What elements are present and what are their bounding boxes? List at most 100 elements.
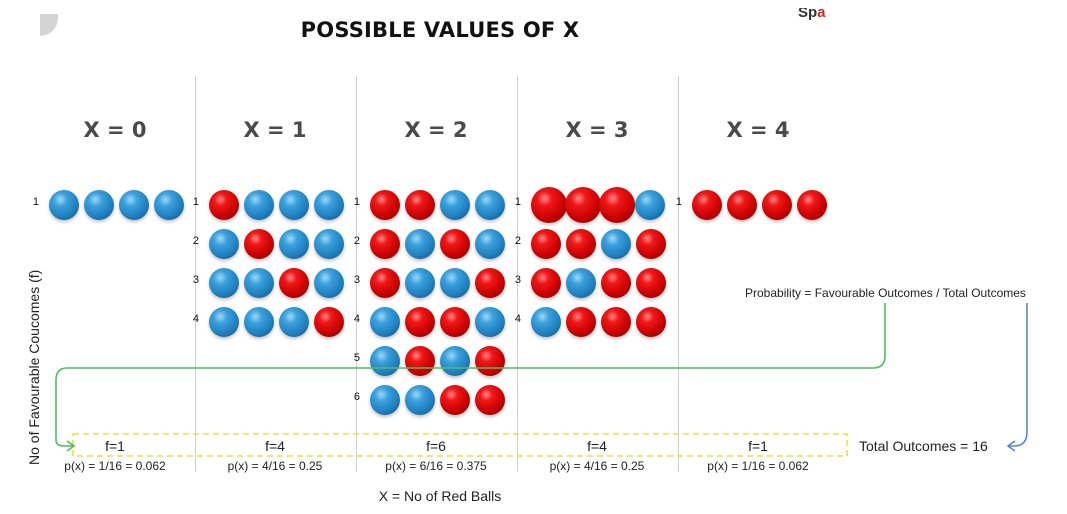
brand-logo: Spa xyxy=(798,4,826,21)
red-ball xyxy=(440,307,470,337)
row-number: 3 xyxy=(353,274,360,286)
blue-ball xyxy=(370,346,400,376)
red-ball xyxy=(531,187,567,223)
row-number: 6 xyxy=(353,391,360,403)
favourable-count: f=1 xyxy=(105,438,125,454)
red-ball xyxy=(727,190,757,220)
blue-ball xyxy=(370,385,400,415)
favourable-outcomes-box xyxy=(72,433,848,457)
red-ball xyxy=(370,190,400,220)
blue-ball xyxy=(405,229,435,259)
blue-ball xyxy=(279,190,309,220)
total-outcomes-label: Total Outcomes = 16 xyxy=(859,438,988,454)
blue-ball xyxy=(635,190,665,220)
red-ball xyxy=(636,268,666,298)
red-ball xyxy=(531,268,561,298)
blue-ball xyxy=(475,229,505,259)
blue-ball xyxy=(244,268,274,298)
red-ball xyxy=(636,229,666,259)
red-ball xyxy=(566,229,596,259)
red-ball xyxy=(797,190,827,220)
column-divider xyxy=(517,76,518,472)
row-number: 1 xyxy=(675,196,682,208)
row-number: 2 xyxy=(353,235,360,247)
red-ball xyxy=(370,229,400,259)
blue-ball xyxy=(209,307,239,337)
row-number: 3 xyxy=(192,274,199,286)
probability-value: p(x) = 4/16 = 0.25 xyxy=(549,459,645,473)
blue-ball xyxy=(440,268,470,298)
column-divider xyxy=(678,76,679,472)
red-ball xyxy=(475,268,505,298)
red-ball xyxy=(601,268,631,298)
red-ball xyxy=(692,190,722,220)
row-number: 4 xyxy=(192,313,199,325)
blue-ball xyxy=(314,229,344,259)
blue-ball xyxy=(314,190,344,220)
column-heading: X = 3 xyxy=(565,118,629,142)
blue-ball xyxy=(84,190,114,220)
blue-ball xyxy=(475,307,505,337)
blue-ball xyxy=(601,229,631,259)
column-divider xyxy=(195,76,196,472)
blue-ball xyxy=(440,190,470,220)
red-ball xyxy=(209,190,239,220)
red-ball xyxy=(475,346,505,376)
probability-value: p(x) = 1/16 = 0.062 xyxy=(64,459,166,473)
red-ball xyxy=(636,307,666,337)
column-divider xyxy=(356,76,357,472)
blue-ball xyxy=(405,268,435,298)
blue-ball xyxy=(475,190,505,220)
red-ball xyxy=(370,268,400,298)
red-ball xyxy=(405,307,435,337)
probability-formula: Probability = Favourable Outcomes / Tota… xyxy=(745,286,1026,300)
red-ball xyxy=(440,229,470,259)
blue-ball xyxy=(279,307,309,337)
blue-ball xyxy=(566,268,596,298)
blue-ball xyxy=(209,268,239,298)
red-ball xyxy=(405,190,435,220)
probability-value: p(x) = 4/16 = 0.25 xyxy=(227,459,323,473)
x-axis-label: X = No of Red Balls xyxy=(378,488,502,504)
diagram-title: POSSIBLE VALUES OF X xyxy=(300,18,580,42)
red-ball xyxy=(531,229,561,259)
favourable-count: f=4 xyxy=(265,438,285,454)
row-number: 1 xyxy=(32,196,39,208)
total-arrowhead xyxy=(1006,440,1016,452)
probability-value: p(x) = 6/16 = 0.375 xyxy=(385,459,487,473)
row-number: 1 xyxy=(353,196,360,208)
row-number: 4 xyxy=(514,313,521,325)
red-ball xyxy=(244,229,274,259)
blue-ball xyxy=(209,229,239,259)
red-ball xyxy=(601,307,631,337)
red-ball xyxy=(279,268,309,298)
total-arrow-line xyxy=(1008,303,1028,447)
blue-ball xyxy=(314,268,344,298)
red-ball xyxy=(314,307,344,337)
red-ball xyxy=(599,187,635,223)
blue-ball xyxy=(531,307,561,337)
red-ball xyxy=(440,385,470,415)
blue-ball xyxy=(154,190,184,220)
row-number: 5 xyxy=(353,352,360,364)
favourable-count: f=6 xyxy=(426,438,446,454)
blue-ball xyxy=(244,307,274,337)
column-heading: X = 2 xyxy=(404,118,468,142)
red-ball xyxy=(475,385,505,415)
blue-ball xyxy=(279,229,309,259)
red-ball xyxy=(565,187,601,223)
red-ball xyxy=(566,307,596,337)
blue-ball xyxy=(49,190,79,220)
blue-ball xyxy=(244,190,274,220)
favourable-arrow-line xyxy=(55,303,886,447)
blue-ball xyxy=(370,307,400,337)
red-ball xyxy=(405,346,435,376)
row-number: 1 xyxy=(192,196,199,208)
blue-ball xyxy=(119,190,149,220)
row-number: 1 xyxy=(514,196,521,208)
blue-ball xyxy=(440,346,470,376)
column-heading: X = 0 xyxy=(83,118,147,142)
blue-ball xyxy=(405,385,435,415)
favourable-count: f=4 xyxy=(587,438,607,454)
